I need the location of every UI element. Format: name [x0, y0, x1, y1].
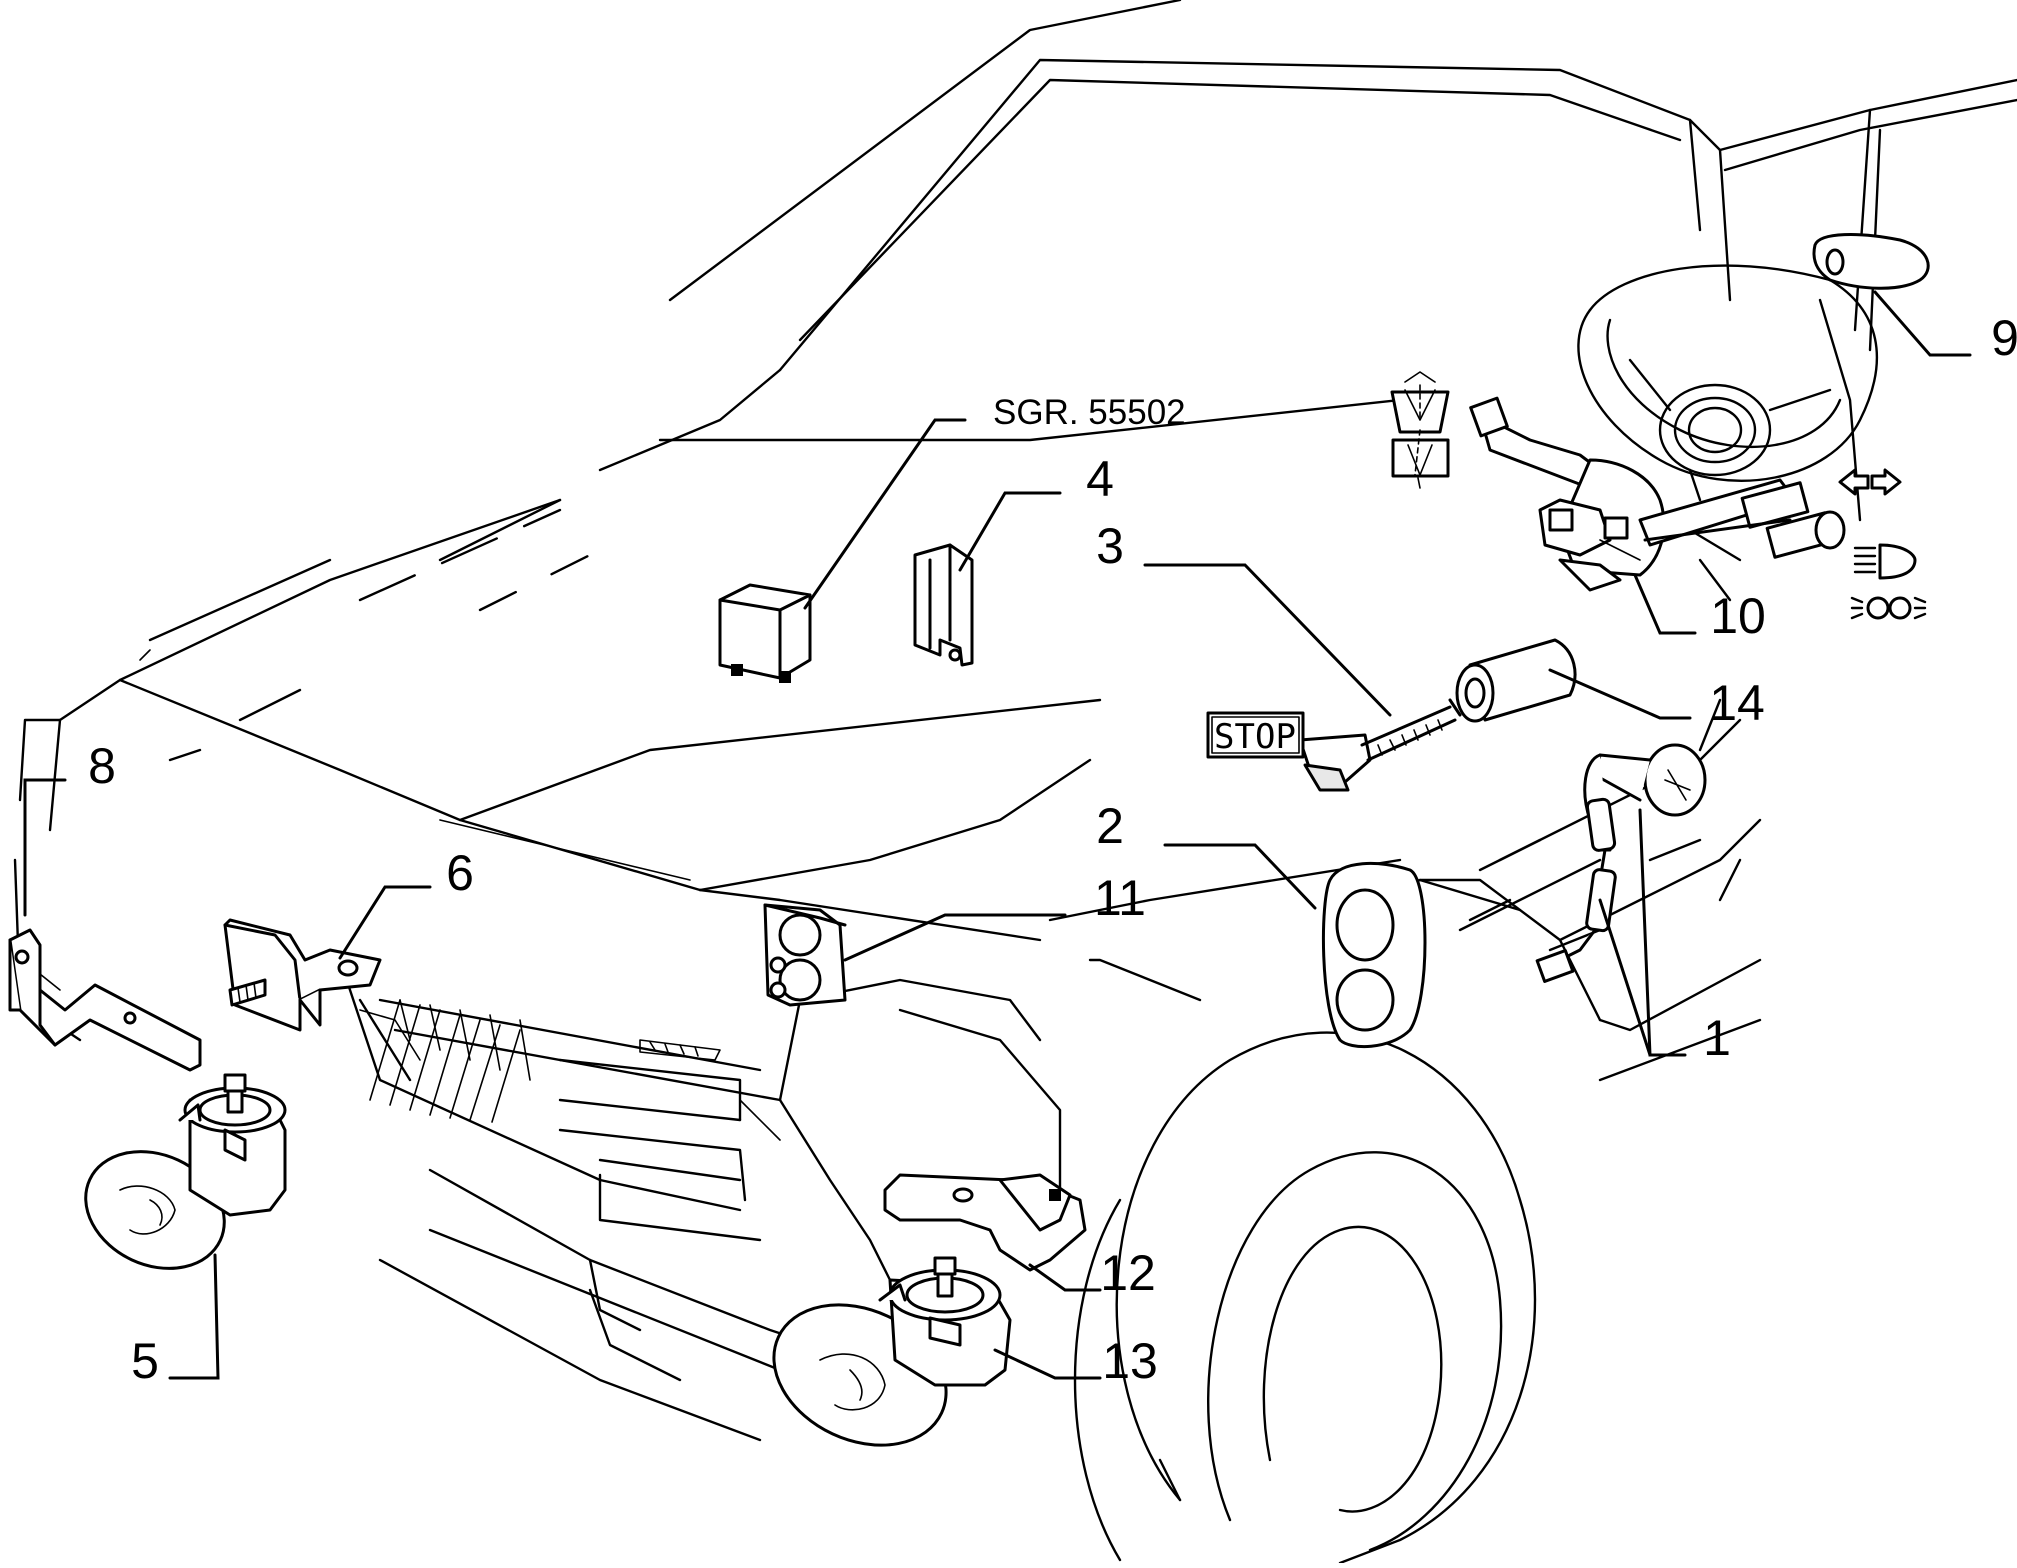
main-beam-icon — [1853, 543, 1917, 580]
leader-2 — [1163, 843, 1317, 910]
leader-13 — [993, 1348, 1102, 1380]
leader-lines — [23, 290, 1972, 1380]
leader-3 — [1143, 563, 1392, 717]
horn-cap-9 — [1812, 233, 1930, 290]
horn-13 — [772, 1256, 1012, 1447]
leader-reference — [803, 418, 967, 610]
callout-10: 10 — [1710, 588, 1766, 644]
leader-5 — [168, 1253, 220, 1380]
stop-label-box: STOP — [1206, 711, 1305, 759]
windscreen-wiper-icon — [1390, 371, 1450, 434]
leader-9 — [1873, 290, 1972, 357]
reference-label: SGR. 55502 — [993, 393, 1186, 432]
callout-5: 5 — [131, 1333, 159, 1389]
leader-12 — [1028, 1263, 1102, 1292]
callout-1: 1 — [1703, 1010, 1731, 1066]
car-body-outline — [9, 0, 2017, 1565]
grommet-2 — [1321, 861, 1427, 1049]
callout-13: 13 — [1102, 1333, 1158, 1389]
callout-9: 9 — [1991, 310, 2017, 366]
front-wheel — [1073, 1031, 1537, 1565]
leader-1b — [1598, 898, 1652, 1057]
bracket-4 — [913, 543, 974, 667]
leader-1a — [1638, 808, 1687, 1057]
callout-8: 8 — [88, 738, 116, 794]
column-switch-assembly — [1469, 396, 1846, 592]
callout-11: 11 — [1094, 870, 1146, 926]
leader-8 — [23, 778, 67, 917]
callout-4: 4 — [1086, 451, 1114, 507]
callout-3: 3 — [1096, 518, 1124, 574]
bracket-12 — [883, 1173, 1087, 1272]
leader-6 — [338, 885, 432, 960]
horn-5 — [84, 1073, 287, 1270]
bracket-8 — [8, 928, 202, 1072]
stop-light-switch — [1298, 698, 1462, 792]
front-grille — [338, 958, 782, 1242]
rear-wiper-icon — [1391, 429, 1450, 489]
callout-2: 2 — [1096, 798, 1124, 854]
steering-wheel — [1577, 264, 1879, 502]
leader-11 — [843, 913, 1067, 962]
callout-14: 14 — [1709, 675, 1765, 731]
leader-10 — [1633, 573, 1697, 635]
leader-4 — [958, 491, 1062, 572]
callout-6: 6 — [446, 845, 474, 901]
turn-signal-arrows-icon — [1838, 468, 1902, 496]
leader-14 — [1548, 668, 1692, 720]
sensor-cable-1 — [1535, 743, 1707, 983]
plate-11 — [763, 903, 847, 1007]
stop-label-text: STOP — [1214, 717, 1296, 757]
fog-light-icon — [1850, 596, 1927, 620]
bracket-6 — [223, 918, 382, 1032]
relay-box — [718, 583, 812, 683]
callout-12: 12 — [1100, 1245, 1156, 1301]
sleeve-14 — [1455, 638, 1577, 723]
